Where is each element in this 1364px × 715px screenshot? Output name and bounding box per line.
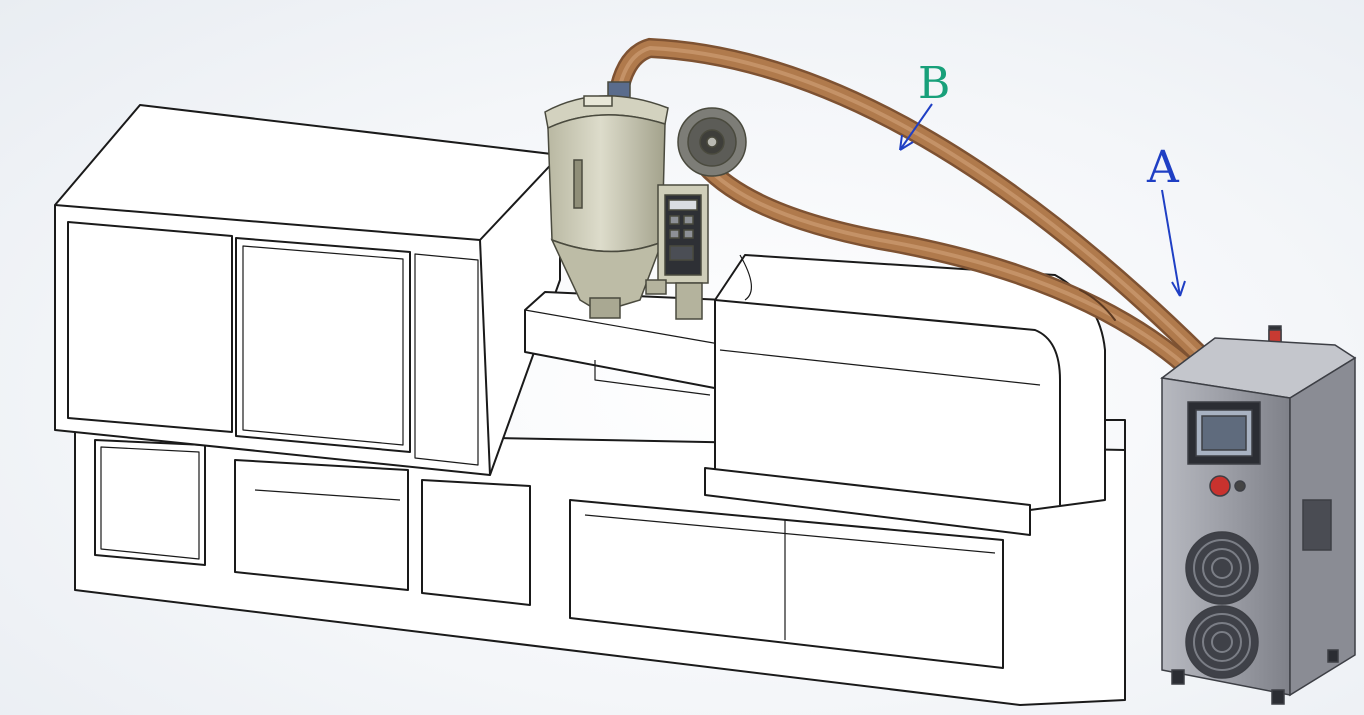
hopper-body	[547, 114, 666, 253]
dryer-fan-upper	[1185, 531, 1259, 605]
base-panel	[94, 439, 206, 566]
hopper-dryer	[544, 81, 747, 320]
base-panel	[234, 459, 409, 591]
emergency-stop-button	[1209, 475, 1231, 497]
clamp-ledge	[704, 467, 1031, 536]
dryer-unit	[1160, 325, 1357, 705]
callout-b: B	[899, 58, 950, 151]
label-b: B	[918, 58, 950, 109]
injection-machine	[54, 104, 1126, 706]
hose-b	[608, 37, 1210, 375]
base-panel	[569, 499, 1004, 669]
sight-glass	[573, 159, 583, 209]
housing-panel	[235, 237, 411, 453]
base-panel	[421, 479, 531, 606]
hopper-cone	[550, 238, 664, 313]
dryer-fan-lower	[1185, 605, 1259, 679]
callout-a: A	[1146, 142, 1186, 297]
housing-panel	[67, 221, 233, 433]
label-a: A	[1146, 142, 1180, 193]
